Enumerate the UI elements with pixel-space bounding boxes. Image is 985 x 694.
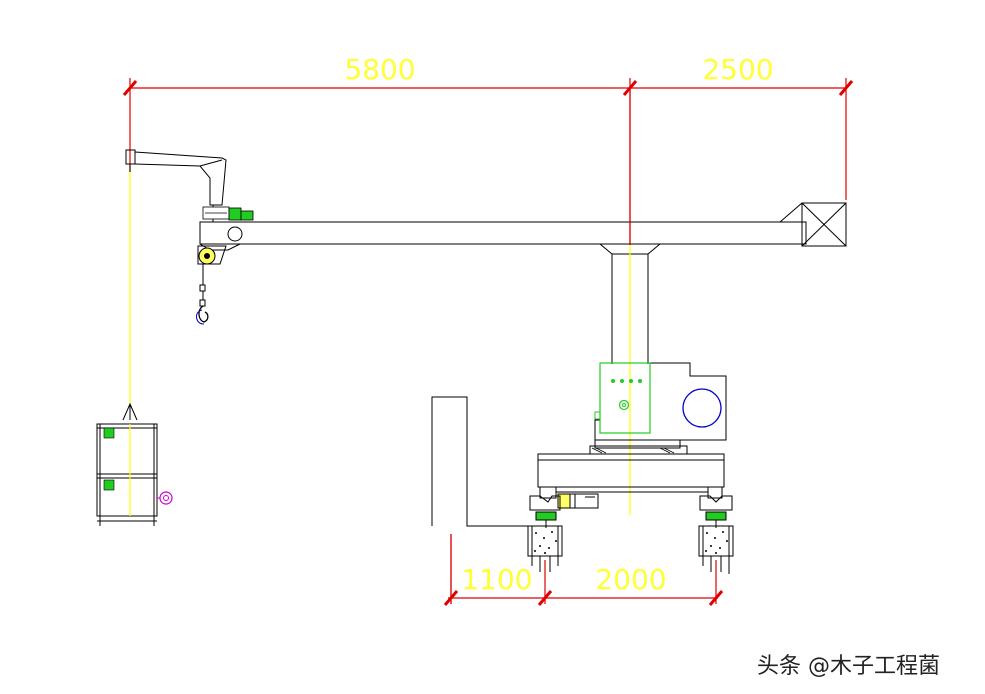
control-cabinet-knob-icon xyxy=(618,399,630,411)
travel-drive xyxy=(557,493,599,509)
counterweight xyxy=(801,202,847,247)
cage-control-box-lower xyxy=(103,479,115,491)
wall-outline xyxy=(431,396,528,527)
gantry-detail-marks xyxy=(591,447,675,454)
watermark-text: 头条 @木子工程菌 xyxy=(757,654,940,679)
jib-pivot-motor xyxy=(202,206,254,221)
right-wheel-bogie xyxy=(699,495,733,528)
hook-chain xyxy=(198,264,209,323)
hook-icon xyxy=(196,309,205,325)
dimension-label-2000: 2000 xyxy=(595,563,666,596)
main-boom xyxy=(199,202,847,251)
dimension-label-1100: 1100 xyxy=(461,563,532,596)
dimension-label-2500: 2500 xyxy=(702,53,773,86)
cage-target-icon xyxy=(157,491,173,505)
dimension-label-5800: 5800 xyxy=(344,53,415,86)
cage-control-box-upper xyxy=(103,427,115,439)
left-wheel-bogie xyxy=(529,495,561,528)
control-cabinet xyxy=(599,362,651,434)
machinery-housing xyxy=(589,362,727,455)
right-foundation-hatch xyxy=(705,531,728,554)
left-rail-foundation xyxy=(527,525,563,572)
hoist-trolley xyxy=(197,245,227,265)
gantry-frame xyxy=(537,453,725,499)
mast-column xyxy=(611,254,649,364)
right-rail-foundation xyxy=(698,525,734,574)
left-foundation-hatch xyxy=(534,531,557,554)
hanging-cage xyxy=(96,402,158,526)
control-cabinet-dots xyxy=(611,379,642,383)
drum-circle xyxy=(682,388,722,428)
